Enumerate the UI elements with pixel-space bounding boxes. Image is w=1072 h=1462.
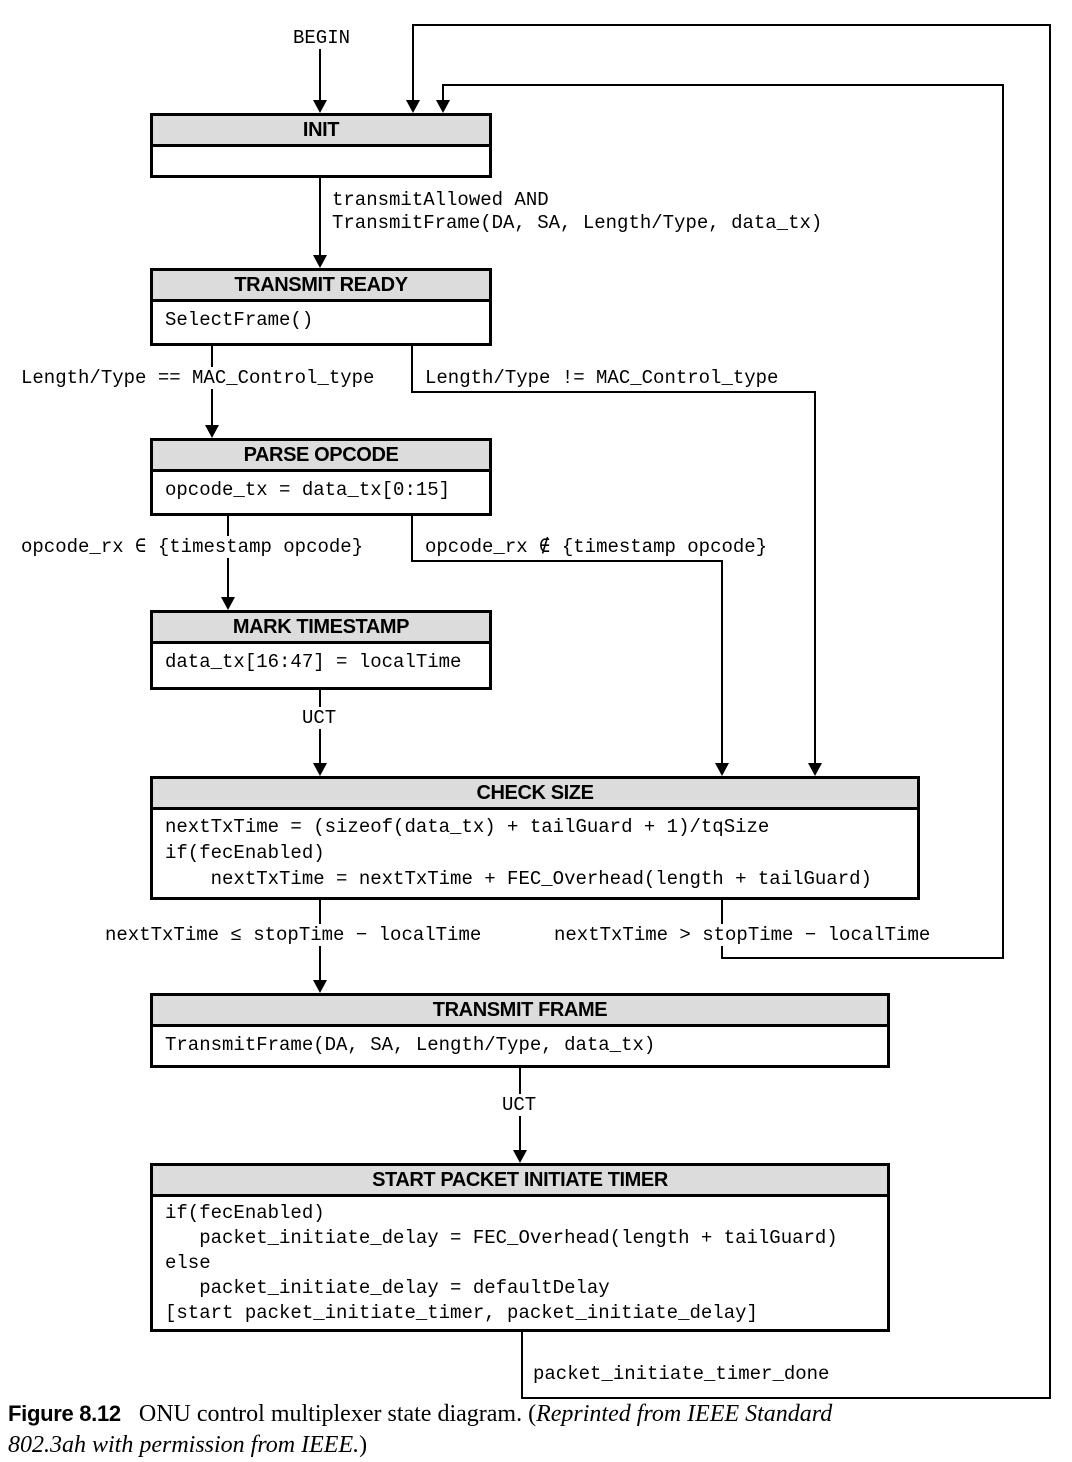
code-line: if(fecEnabled)	[165, 842, 325, 864]
arrowhead-begin-to-init	[313, 100, 327, 113]
state-check-size-body: nextTxTime = (sizeof(data_tx) + tailGuar…	[153, 810, 917, 892]
state-transmit-frame: TRANSMIT FRAME TransmitFrame(DA, SA, Len…	[150, 993, 890, 1068]
state-parse-opcode-body: opcode_tx = data_tx[0:15]	[153, 472, 489, 503]
label-next-tx-time-gt: nextTxTime > stopTime − localTime	[553, 924, 932, 946]
figure-caption-italic-1: Reprinted from IEEE Standard	[536, 1401, 833, 1427]
connector-inner-loop-right	[1002, 84, 1004, 959]
connector-ready-right-drop	[411, 344, 413, 393]
figure-caption-close-paren: )	[359, 1432, 368, 1458]
figure-caption-italic-2: 802.3ah with permission from IEEE.	[8, 1432, 360, 1458]
figure-caption-label: Figure 8.12	[8, 1401, 121, 1426]
connector-outer-loop-bottom	[521, 1397, 1051, 1399]
figure-caption-roman: ONU control multiplexer state diagram. (	[138, 1401, 537, 1427]
connector-check-right-across	[721, 957, 1004, 959]
state-transmit-ready: TRANSMIT READY SelectFrame()	[150, 268, 492, 346]
connector-init-to-transmit-ready	[319, 176, 321, 256]
connector-parse-right-across	[411, 560, 723, 562]
code-line: packet_initiate_delay = defaultDelay	[165, 1277, 610, 1299]
state-mark-timestamp-body: data_tx[16:47] = localTime	[153, 644, 489, 675]
begin-label: BEGIN	[292, 27, 352, 49]
code-line: TransmitFrame(DA, SA, Length/Type, data_…	[165, 1034, 656, 1056]
code-line: data_tx[16:47] = localTime	[165, 651, 462, 673]
connector-begin-to-init	[319, 48, 321, 101]
state-parse-opcode: PARSE OPCODE opcode_tx = data_tx[0:15]	[150, 438, 492, 516]
arrowhead-init-to-transmit-ready	[313, 255, 327, 268]
state-transmit-frame-title: TRANSMIT FRAME	[153, 996, 887, 1027]
arrowhead-mark-to-check	[313, 763, 327, 776]
code-line: nextTxTime = nextTxTime + FEC_Overhead(l…	[165, 868, 872, 890]
state-parse-opcode-title: PARSE OPCODE	[153, 441, 489, 472]
label-opcode-in-set: opcode_rx ∈ {timestamp opcode}	[20, 536, 365, 558]
label-packet-initiate-timer-done: packet_initiate_timer_done	[532, 1363, 831, 1385]
state-mark-timestamp: MARK TIMESTAMP data_tx[16:47] = localTim…	[150, 610, 492, 690]
state-transmit-ready-title: TRANSMIT READY	[153, 271, 489, 302]
label-length-type-equal: Length/Type == MAC_Control_type	[20, 367, 376, 389]
arrowhead-parse-to-check-size	[715, 763, 729, 776]
connector-inner-loop-drop	[442, 84, 444, 101]
figure-caption: Figure 8.12 ONU control multiplexer state…	[8, 1398, 1066, 1461]
label-uct-frame-to-timer: UCT	[501, 1094, 538, 1116]
arrowhead-check-to-frame	[313, 980, 327, 993]
label-transmit-allowed-line1: transmitAllowed AND	[331, 189, 550, 211]
connector-outer-loop-drop	[412, 24, 414, 101]
state-mark-timestamp-title: MARK TIMESTAMP	[153, 613, 489, 644]
figure-caption-line1: Figure 8.12 ONU control multiplexer state…	[8, 1398, 1066, 1430]
connector-parse-right-drop	[411, 514, 413, 562]
label-next-tx-time-le: nextTxTime ≤ stopTime − localTime	[104, 924, 483, 946]
arrowhead-inner-loop-to-init	[436, 100, 450, 113]
connector-outer-loop-right	[1049, 24, 1051, 1399]
arrowhead-parse-to-mark	[221, 597, 235, 610]
code-line: packet_initiate_delay = FEC_Overhead(len…	[165, 1227, 838, 1249]
figure-caption-line2: 802.3ah with permission from IEEE.)	[8, 1430, 1066, 1461]
state-start-packet-initiate-timer-title: START PACKET INITIATE TIMER	[153, 1166, 887, 1197]
state-start-packet-initiate-timer-body: if(fecEnabled) packet_initiate_delay = F…	[153, 1197, 887, 1326]
code-line: nextTxTime = (sizeof(data_tx) + tailGuar…	[165, 816, 770, 838]
arrowhead-outer-loop-to-init	[406, 100, 420, 113]
code-line: if(fecEnabled)	[165, 1202, 325, 1224]
state-init-title: INIT	[153, 116, 489, 147]
code-line: [start packet_initiate_timer, packet_ini…	[165, 1302, 758, 1324]
state-init: INIT	[150, 113, 492, 178]
state-check-size-title: CHECK SIZE	[153, 779, 917, 810]
connector-inner-loop-top	[442, 84, 1004, 86]
state-init-body	[153, 147, 489, 153]
label-length-type-not-equal: Length/Type != MAC_Control_type	[424, 367, 780, 389]
state-transmit-frame-body: TransmitFrame(DA, SA, Length/Type, data_…	[153, 1027, 887, 1058]
state-transmit-ready-body: SelectFrame()	[153, 302, 489, 333]
connector-parse-right-down	[721, 560, 723, 764]
code-line: opcode_tx = data_tx[0:15]	[165, 479, 451, 501]
label-uct-mark-to-check: UCT	[301, 707, 338, 729]
arrowhead-frame-to-timer	[513, 1150, 527, 1163]
connector-ready-right-down	[814, 391, 816, 764]
state-check-size: CHECK SIZE nextTxTime = (sizeof(data_tx)…	[150, 776, 920, 900]
label-opcode-not-in-set: opcode_rx ∉ {timestamp opcode}	[424, 536, 769, 558]
state-start-packet-initiate-timer: START PACKET INITIATE TIMER if(fecEnable…	[150, 1163, 890, 1332]
code-line: SelectFrame()	[165, 309, 314, 331]
connector-timer-done-drop	[521, 1330, 523, 1399]
arrowhead-ready-to-parse	[205, 425, 219, 438]
code-line: else	[165, 1252, 211, 1274]
connector-ready-right-across	[411, 391, 816, 393]
label-transmit-allowed-line2: TransmitFrame(DA, SA, Length/Type, data_…	[331, 212, 824, 234]
connector-outer-loop-top	[412, 24, 1051, 26]
arrowhead-ready-to-check-size	[808, 763, 822, 776]
